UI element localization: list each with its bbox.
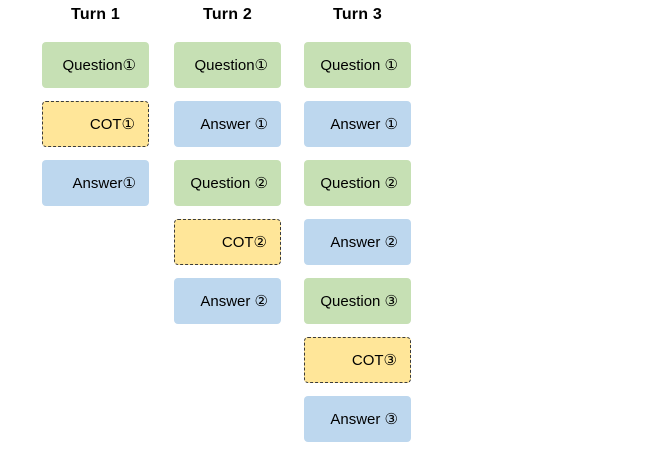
turn1-answer1-box: Answer① — [42, 160, 149, 206]
turn3-question2-box: Question ② — [304, 160, 411, 206]
turn1-cot1-box: COT① — [42, 101, 149, 147]
turn3-answer2-box: Answer ② — [304, 219, 411, 265]
turn2-answer1-box: Answer ① — [174, 101, 281, 147]
turn-3-title: Turn 3 — [333, 6, 382, 23]
turn3-question3-box: Question ③ — [304, 278, 411, 324]
turn2-cot2-box: COT② — [174, 219, 281, 265]
turn3-question1-box: Question ① — [304, 42, 411, 88]
turn2-answer2-box: Answer ② — [174, 278, 281, 324]
turn-1-column: Turn 1 Question① COT① Answer① — [42, 0, 149, 219]
turn-1-title: Turn 1 — [71, 6, 120, 23]
turn1-question1-box: Question① — [42, 42, 149, 88]
turn2-question2-box: Question ② — [174, 160, 281, 206]
turn3-answer1-box: Answer ① — [304, 101, 411, 147]
turn2-question1-box: Question① — [174, 42, 281, 88]
turn-2-column: Turn 2 Question① Answer ① Question ② COT… — [174, 0, 281, 337]
turn-3-column: Turn 3 Question ① Answer ① Question ② An… — [304, 0, 411, 453]
turn3-cot3-box: COT③ — [304, 337, 411, 383]
turn-2-title: Turn 2 — [203, 6, 252, 23]
turn3-answer3-box: Answer ③ — [304, 396, 411, 442]
